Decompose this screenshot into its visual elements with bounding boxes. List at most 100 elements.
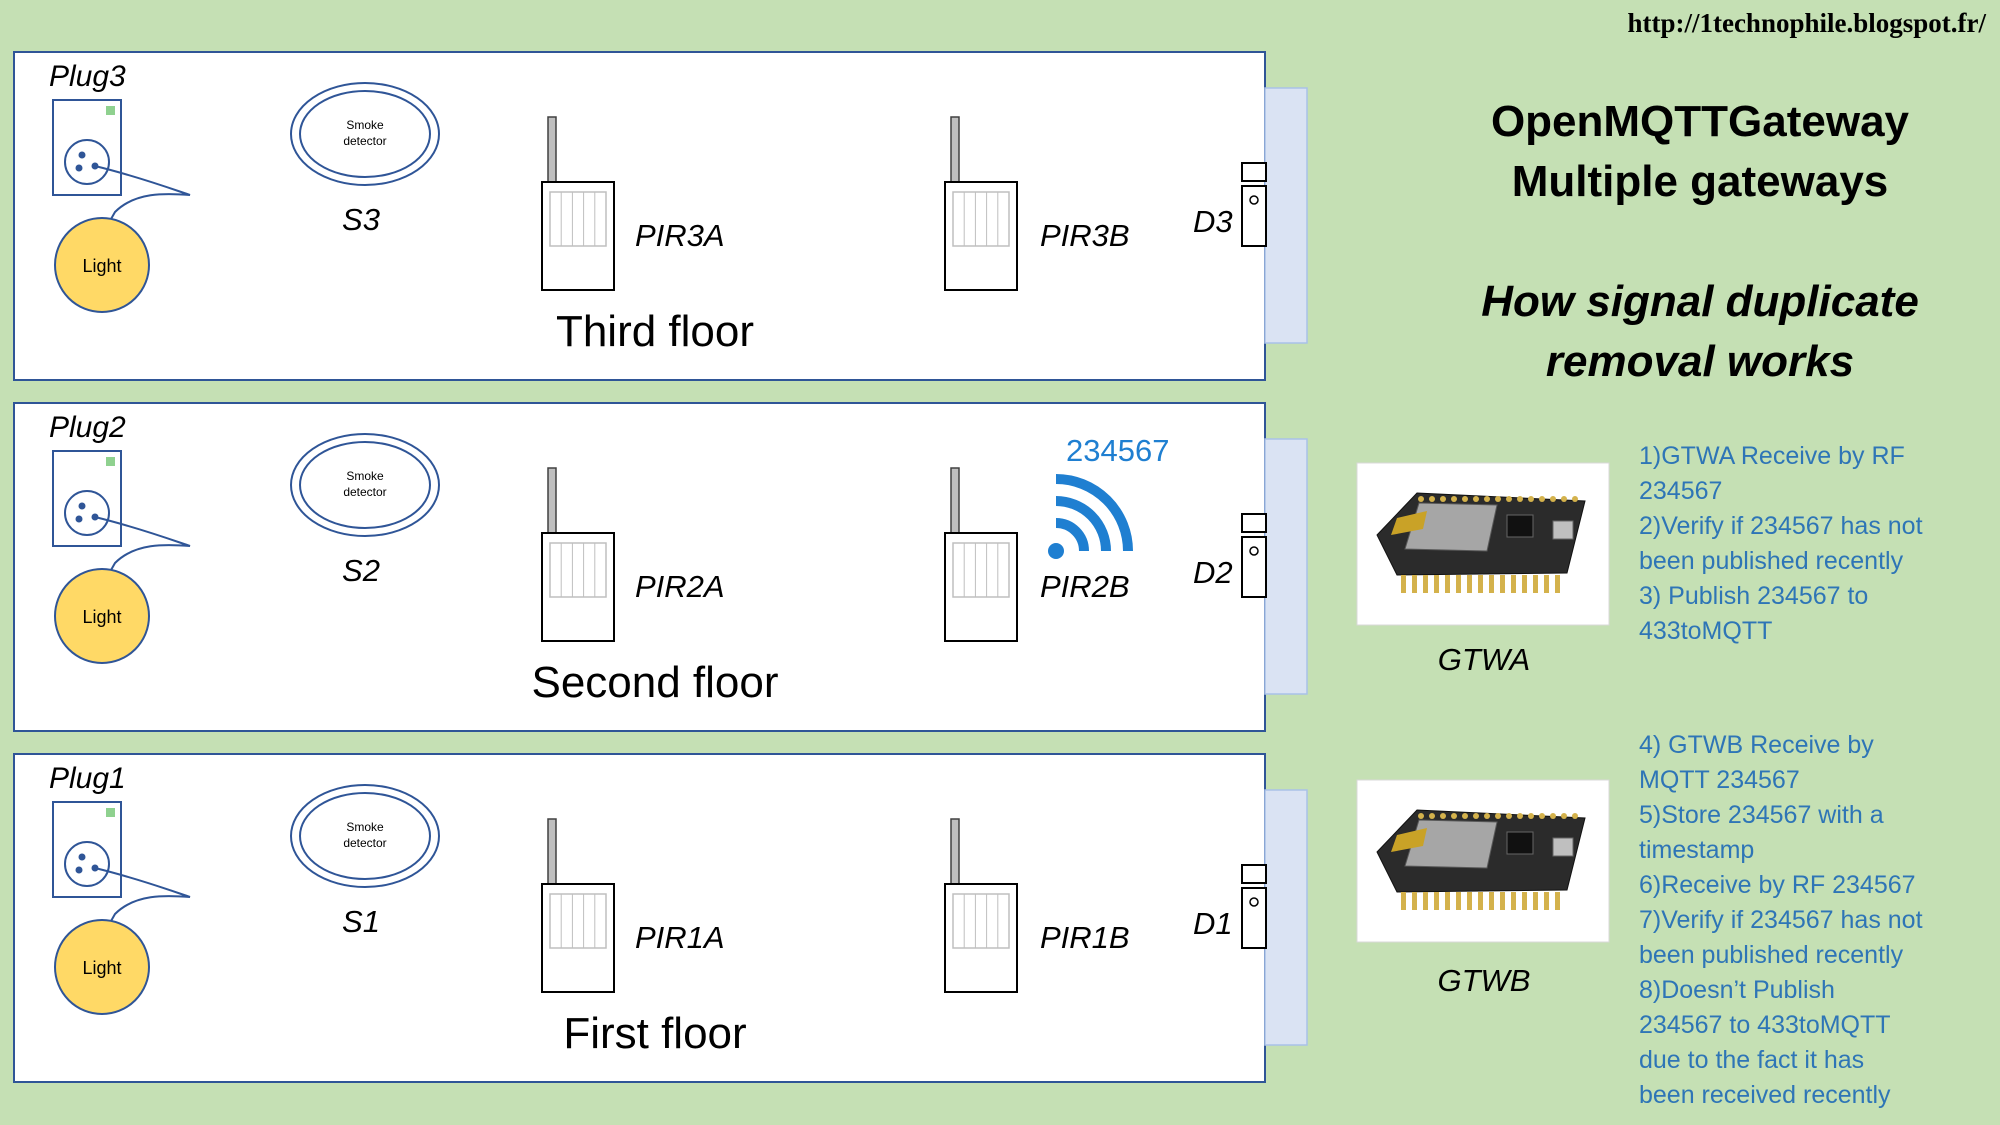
pin [1522,892,1527,910]
door-sensor-icon [1241,185,1267,247]
plug-led-icon [106,106,115,115]
step-line: 7)Verify if 234567 has not [1639,906,1923,934]
pin [1429,813,1435,819]
floor-box [13,753,1266,1083]
step-line: 2)Verify if 234567 has not [1639,512,1923,540]
pir-a-label: PIR1A [635,920,725,955]
pir-a-label: PIR3A [635,218,725,253]
pin [1412,892,1417,910]
wifi-signal-icon [1048,474,1133,559]
pin [1511,575,1516,593]
antenna-trace [1391,828,1427,852]
light-icon [54,919,150,1015]
chip [1506,831,1534,855]
smoke-detector-label: S3 [342,202,380,237]
smoke-detector-text: Smoke [346,118,384,132]
pin [1440,496,1446,502]
smoke-detector-label: S1 [342,904,380,939]
pin [1544,575,1549,593]
pin [1539,496,1545,502]
step-line: 234567 [1639,477,1723,505]
smoke-detector-icon [290,82,440,186]
pin [1484,813,1490,819]
pin [1423,892,1428,910]
step-line: 1)GTWA Receive by RF [1639,442,1905,470]
page-title: OpenMQTTGateway Multiple gateways [1380,92,2000,212]
plug-cable [94,165,191,236]
step-line: 5)Store 234567 with a [1639,801,1884,829]
door-sensor-icon [1241,536,1267,598]
esp-module [1404,502,1498,552]
plug-cable [94,867,191,938]
pin [1511,892,1516,910]
pin [1445,575,1450,593]
pin [1429,496,1435,502]
pin [1418,813,1424,819]
pin [1572,813,1578,819]
pin [1572,496,1578,502]
title-line-1: OpenMQTTGateway [1490,97,1910,146]
pir-b-label: PIR3B [1040,218,1130,253]
door-label: D3 [1193,204,1233,239]
pin [1550,496,1556,502]
smoke-detector-ring [299,441,431,529]
pin [1489,892,1494,910]
door-frame [1264,438,1308,695]
pin [1451,813,1457,819]
chip [1506,514,1534,538]
pin [1528,813,1534,819]
wifi-arc [1055,474,1133,552]
pin [1539,813,1545,819]
plug-label: Plug2 [49,411,126,444]
subtitle-line-1: How signal duplicate [1481,277,1919,326]
plug-cable [94,516,191,587]
pin [1517,496,1523,502]
smoke-detector-icon [290,433,440,537]
step-line: due to the fact it has [1639,1046,1865,1074]
plug-led-icon [106,808,115,817]
floor-name: Third floor [556,307,754,356]
smoke-detector-ring [299,90,431,178]
pin [1434,892,1439,910]
smoke-detector-text: detector [343,485,386,499]
gtwb-board-icon [1356,779,1610,943]
pin [1451,496,1457,502]
step-line: 3) Publish 234567 to [1639,582,1869,610]
pin [1478,575,1483,593]
pin [1456,575,1461,593]
pir-lens [549,893,607,949]
step-line: 4) GTWB Receive by [1639,731,1874,759]
plug-label: Plug1 [49,762,126,795]
floor-name: First floor [563,1009,746,1058]
door-sensor-dot [1249,195,1259,205]
socket-hole [78,853,86,861]
step-line: been published recently [1639,941,1904,969]
light-label: Light [82,256,121,276]
light-icon [54,568,150,664]
antenna-trace [1391,511,1427,535]
gtwa-label: GTWA [1437,642,1531,677]
pin [1500,892,1505,910]
wifi-arc [1055,518,1089,552]
socket-icon [64,841,110,887]
pin [1506,496,1512,502]
esp-module [1404,819,1498,869]
pin [1434,575,1439,593]
plug-led-icon [106,457,115,466]
step-line: 234567 to 433toMQTT [1639,1011,1891,1039]
gtwa-board-icon [1356,462,1610,626]
pir-lens [549,542,607,598]
pin [1550,813,1556,819]
pin [1517,813,1523,819]
blog-url[interactable]: http://1technophile.blogspot.fr/ [1627,8,1986,38]
smoke-detector-label: S2 [342,553,380,588]
smoke-detector-ring [299,792,431,880]
door-magnet-icon [1241,513,1267,533]
pin [1401,892,1406,910]
door-sensor-dot [1249,897,1259,907]
pin [1533,892,1538,910]
light-icon [54,217,150,313]
pir-lens [952,893,1010,949]
